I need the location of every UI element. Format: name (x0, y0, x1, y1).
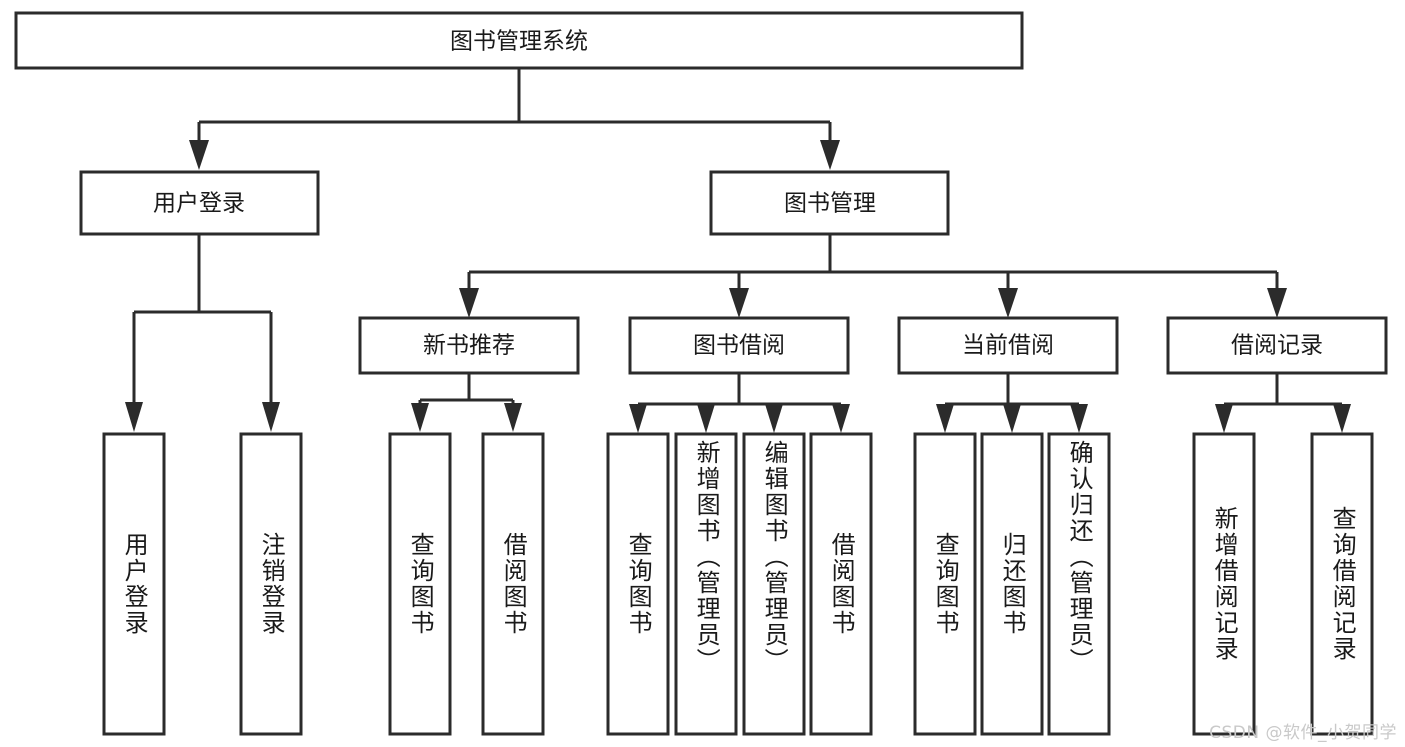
leaf-borrow-record-2-box[interactable] (1310, 432, 1374, 736)
leaf-current-borrow-1[interactable] (913, 432, 977, 736)
node-current-borrow[interactable]: 当前借阅 (897, 316, 1119, 375)
connector-layer (125, 68, 1351, 433)
arrow-head-leaf-user-login (125, 402, 143, 432)
leaf-borrow-record-1-box[interactable] (1192, 432, 1256, 736)
arrow-head-bb-leaf-4 (832, 404, 850, 433)
node-book-borrow-label: 图书借阅 (693, 333, 785, 359)
arrow-head-leaf-logout (262, 402, 280, 432)
node-book-borrow-box[interactable] (628, 316, 850, 375)
node-book-manage-box[interactable] (709, 170, 950, 236)
leaf-user-login-2[interactable] (239, 432, 303, 736)
node-borrow-record-label: 借阅记录 (1231, 333, 1323, 359)
node-current-borrow-box[interactable] (897, 316, 1119, 375)
node-book-manage[interactable]: 图书管理 (709, 170, 950, 236)
leaf-new-book-1[interactable] (388, 432, 452, 736)
arrow-head-nb-leaf-2 (504, 403, 522, 432)
leaf-user-login-1-box[interactable] (102, 432, 166, 736)
arrow-head-current-borrow (998, 288, 1018, 318)
node-user-login-box[interactable] (79, 170, 320, 236)
watermark-text: CSDN @软件_小贺同学 (1209, 723, 1397, 743)
leaf-book-borrow-2[interactable] (674, 432, 738, 736)
node-user-login-label: 用户登录 (153, 191, 245, 217)
arrow-head-bb-leaf-3 (765, 404, 783, 433)
node-new-book-recommend-label: 新书推荐 (423, 333, 515, 359)
arrow-head-cb-leaf-2 (1003, 404, 1021, 433)
arrow-head-nb-leaf-1 (411, 403, 429, 432)
leaf-new-book-2[interactable] (481, 432, 545, 736)
node-root[interactable]: 图书管理系统 (14, 11, 1024, 70)
arrow-head-cb-leaf-3 (1070, 404, 1088, 433)
leaf-book-borrow-1-box[interactable] (606, 432, 670, 736)
node-new-book-recommend-box[interactable] (358, 316, 580, 375)
arrow-head-borrow-record (1267, 288, 1287, 318)
node-book-borrow[interactable]: 图书借阅 (628, 316, 850, 375)
leaf-book-borrow-2-box[interactable] (674, 432, 738, 736)
leaf-current-borrow-2-box[interactable] (980, 432, 1044, 736)
leaf-current-borrow-2[interactable] (980, 432, 1044, 736)
leaf-book-borrow-4[interactable] (809, 432, 873, 736)
arrow-head-cb-leaf-1 (936, 404, 954, 433)
leaf-new-book-2-box[interactable] (481, 432, 545, 736)
leaf-book-borrow-3[interactable] (742, 432, 806, 736)
arrow-head-bb-leaf-1 (629, 404, 647, 433)
leaf-book-borrow-3-box[interactable] (742, 432, 806, 736)
leaf-borrow-record-1[interactable] (1192, 432, 1256, 736)
node-current-borrow-label: 当前借阅 (962, 333, 1054, 359)
leaf-current-borrow-1-box[interactable] (913, 432, 977, 736)
leaf-current-borrow-3[interactable] (1047, 432, 1111, 736)
leaf-book-borrow-1[interactable] (606, 432, 670, 736)
node-root-label: 图书管理系统 (450, 29, 588, 55)
arrow-head-user-login (189, 140, 209, 170)
node-borrow-record[interactable]: 借阅记录 (1166, 316, 1388, 375)
arrow-head-br-leaf-1 (1215, 404, 1233, 433)
node-user-login[interactable]: 用户登录 (79, 170, 320, 236)
arrow-head-br-leaf-2 (1333, 404, 1351, 433)
leaf-current-borrow-3-box[interactable] (1047, 432, 1111, 736)
node-root-box[interactable] (14, 11, 1024, 70)
arrow-head-bb-leaf-2 (697, 404, 715, 433)
leaf-borrow-record-2[interactable] (1310, 432, 1374, 736)
arrow-head-new-book (459, 288, 479, 318)
arrow-head-book-manage (820, 140, 840, 170)
node-book-manage-label: 图书管理 (784, 191, 876, 217)
leaf-user-login-2-box[interactable] (239, 432, 303, 736)
leaf-book-borrow-4-box[interactable] (809, 432, 873, 736)
arrow-head-book-borrow (729, 288, 749, 318)
leaf-new-book-1-box[interactable] (388, 432, 452, 736)
node-new-book-recommend[interactable]: 新书推荐 (358, 316, 580, 375)
node-borrow-record-box[interactable] (1166, 316, 1388, 375)
leaf-user-login-1[interactable] (102, 432, 166, 736)
